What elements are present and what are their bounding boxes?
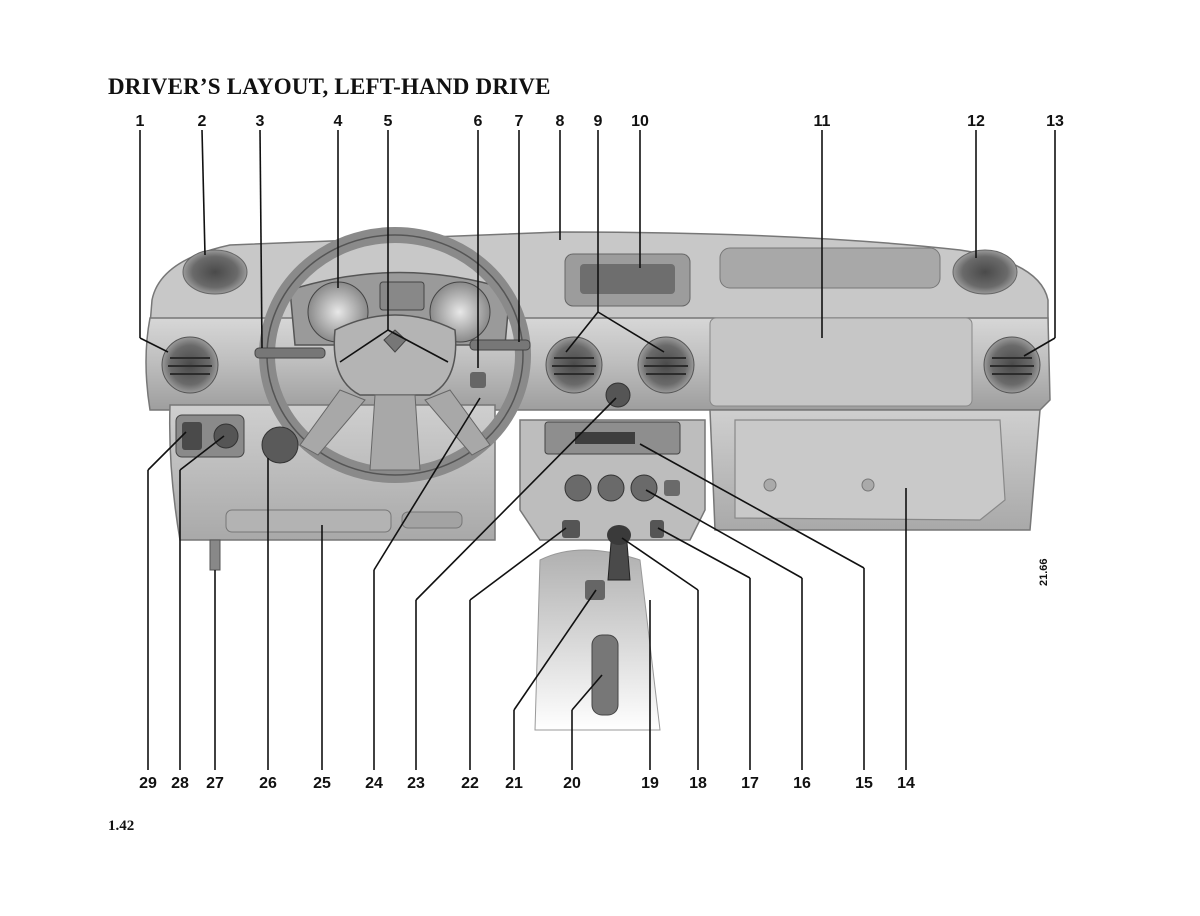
light-switch-dial [261, 426, 299, 464]
callout-20: 20 [563, 775, 581, 792]
callout-13: 13 [1046, 113, 1064, 130]
callout-8: 8 [556, 113, 565, 130]
callout-1: 1 [136, 113, 145, 130]
callout-16: 16 [793, 775, 811, 792]
radio-display [575, 432, 635, 444]
callout-26: 26 [259, 775, 277, 792]
vent-slats [168, 357, 1034, 375]
right-demister-vent [952, 249, 1018, 295]
storage-tray [734, 419, 1006, 521]
tray-stud [861, 478, 875, 492]
callout-25: 25 [313, 775, 331, 792]
ignition-switch [470, 372, 486, 388]
callout-17: 17 [741, 775, 759, 792]
heater-knob-center [597, 474, 625, 502]
callout-27: 27 [206, 775, 224, 792]
callout-12: 12 [967, 113, 985, 130]
callout-23: 23 [407, 775, 425, 792]
callout-11: 11 [814, 113, 831, 130]
callout-leaders [139, 129, 1056, 770]
callout-6: 6 [474, 113, 483, 130]
heater-knob-left [564, 474, 592, 502]
callout-5: 5 [384, 113, 393, 130]
lighting-stalk [254, 347, 326, 359]
steering-wheel-spoke-right [424, 389, 491, 456]
console-switch [650, 520, 664, 538]
cluster-center-display [379, 281, 425, 311]
handbrake [591, 634, 619, 716]
callout-4: 4 [334, 113, 343, 130]
page-number: 1.42 [108, 818, 135, 834]
callout-10: 10 [631, 113, 649, 130]
callout-3: 3 [256, 113, 265, 130]
callout-18: 18 [689, 775, 707, 792]
callout-29: 29 [139, 775, 157, 792]
steering-wheel-spoke-bottom [369, 394, 421, 471]
callouts-top: 1 2 3 4 5 6 7 8 9 10 11 12 13 [136, 113, 1064, 130]
steering-wheel-spoke-left [299, 389, 366, 456]
heater-button [664, 480, 680, 496]
page-title: DRIVER’S LAYOUT, LEFT-HAND DRIVE [108, 74, 551, 99]
callout-9: 9 [594, 113, 603, 130]
headlight-adjust-knob [213, 423, 239, 449]
steering-wheel-hub [333, 314, 457, 396]
lower-storage-slot-right [401, 511, 463, 529]
heater-knob-right [630, 474, 658, 502]
lighter-socket [562, 520, 580, 538]
wiper-stalk [469, 339, 531, 351]
center-storage-inner [580, 264, 675, 294]
figure-code: 21.66 [1038, 558, 1050, 586]
callout-2: 2 [198, 113, 207, 130]
dash-storage-slot [719, 247, 941, 289]
callout-7: 7 [515, 113, 524, 130]
callout-22: 22 [461, 775, 479, 792]
upper-glovebox [709, 317, 973, 407]
left-demister-vent [182, 249, 248, 295]
callout-28: 28 [171, 775, 189, 792]
bonnet-release [209, 539, 221, 571]
choke-control [585, 580, 605, 600]
callout-14: 14 [897, 775, 915, 792]
tray-stud [763, 478, 777, 492]
callout-21: 21 [505, 775, 523, 792]
left-switch [182, 422, 202, 450]
callouts-bottom: 29 28 27 26 25 24 23 22 21 20 19 18 17 1… [139, 775, 915, 792]
callout-15: 15 [855, 775, 873, 792]
lower-storage-slot [225, 509, 392, 533]
callout-24: 24 [365, 775, 383, 792]
callout-19: 19 [641, 775, 659, 792]
